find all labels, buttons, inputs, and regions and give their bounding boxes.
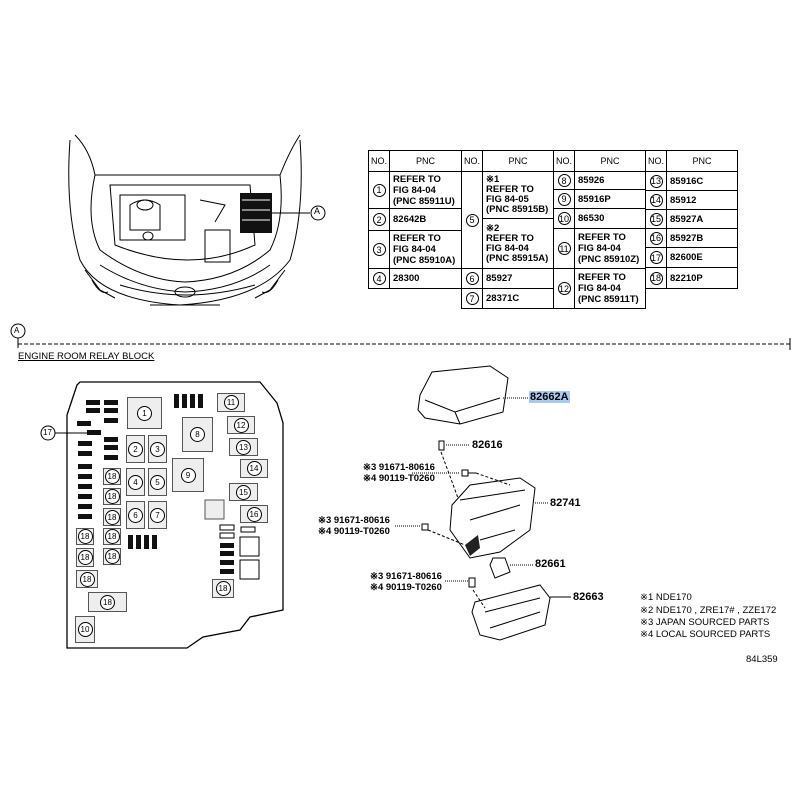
slot-7: 7 <box>148 501 167 529</box>
slot-5: 5 <box>148 468 167 496</box>
footnote: ※3 JAPAN SOURCED PARTS <box>640 617 770 628</box>
table-row-pnc: 28300 <box>389 268 462 289</box>
slot-18: 18 <box>76 528 94 545</box>
table-row-pnc: 28371C <box>482 288 554 309</box>
table-row-no: 2 <box>368 208 390 231</box>
slot-18: 18 <box>103 488 121 505</box>
footnote: ※4 LOCAL SOURCED PARTS <box>640 629 771 640</box>
table-row-no: 9 <box>553 189 575 209</box>
fastener-label-local[interactable]: ※4 90119-T0260 <box>318 526 390 537</box>
slot-13: 13 <box>229 438 258 456</box>
table-row-no: 14 <box>645 190 667 210</box>
callout-a-section: A <box>14 326 20 335</box>
slot-8: 8 <box>182 417 213 452</box>
table-row-pnc: REFER TO FIG 84-04 (PNC 85910A) <box>389 230 462 269</box>
slot-18: 18 <box>103 508 121 526</box>
fastener-label-japan[interactable]: ※3 91671-80616 <box>370 571 442 582</box>
slot-4: 4 <box>126 468 145 496</box>
slot-18: 18 <box>88 592 127 612</box>
slot-3: 3 <box>148 435 167 463</box>
table-row-no: 13 <box>645 171 667 191</box>
slot-18: 18 <box>103 548 121 565</box>
section-title: ENGINE ROOM RELAY BLOCK <box>18 351 155 362</box>
table-row-pnc: REFER TO FIG 84-04 (PNC 85911U) <box>389 171 462 209</box>
figure-id: 84L359 <box>746 654 778 665</box>
slot-18: 18 <box>76 548 94 567</box>
footnote: ※2 NDE170 , ZRE17# , ZZE172 <box>640 605 777 616</box>
slot-18: 18 <box>76 570 98 588</box>
slot-11: 11 <box>217 393 245 412</box>
part-label-clip[interactable]: 82616 <box>472 439 503 451</box>
fastener-label-local[interactable]: ※4 90119-T0260 <box>370 582 442 593</box>
slot-9: 9 <box>172 458 204 492</box>
slot-1: 1 <box>127 397 162 429</box>
fastener-label-local[interactable]: ※4 90119-T0260 <box>363 473 435 484</box>
part-label-block[interactable]: 82741 <box>550 497 581 509</box>
slot-10: 10 <box>75 616 95 643</box>
slot-2: 2 <box>126 435 145 463</box>
slot-16: 16 <box>240 505 268 523</box>
part-label-cover[interactable]: 82662A <box>529 391 570 403</box>
fastener-label-japan[interactable]: ※3 91671-80616 <box>318 515 390 526</box>
table-row-pnc: 82210P <box>666 267 738 289</box>
table-row-no: 12 <box>553 268 575 309</box>
slot-18: 18 <box>103 528 121 545</box>
table-row-pnc: ※2 REFER TO FIG 84-04 (PNC 85915A) <box>482 218 554 269</box>
part-label-lower-case[interactable]: 82663 <box>573 591 604 603</box>
table-row-pnc: REFER TO FIG 84-04 (PNC 85910Z) <box>574 228 646 269</box>
slot-18: 18 <box>212 579 234 598</box>
slot-18: 18 <box>103 468 121 485</box>
table-row-pnc: REFER TO FIG 84-04 (PNC 85911T) <box>574 268 646 309</box>
slot-6: 6 <box>126 501 145 529</box>
callout-a-label: A <box>314 206 321 216</box>
slot-14: 14 <box>240 459 268 478</box>
fastener-label-japan[interactable]: ※3 91671-80616 <box>363 462 435 473</box>
footnote: ※1 NDE170 <box>640 592 692 603</box>
slot-15: 15 <box>229 483 258 501</box>
slot-12: 12 <box>227 416 255 434</box>
callout-17: 17 <box>43 428 52 437</box>
table-row-no: 7 <box>461 288 483 309</box>
part-label-bracket[interactable]: 82661 <box>535 558 566 570</box>
